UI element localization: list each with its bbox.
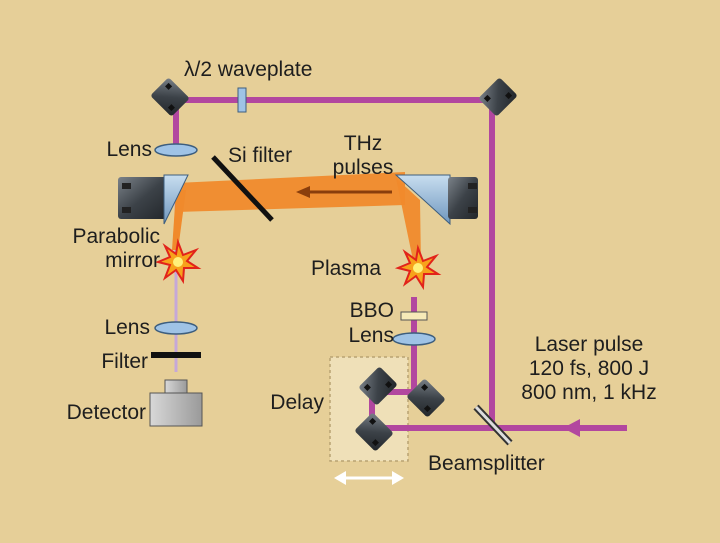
lens-top-left xyxy=(154,143,198,157)
mirror-bbo-arm xyxy=(407,379,445,417)
lens-bbo xyxy=(392,332,436,346)
bbo-label: BBO xyxy=(349,299,394,322)
thz-arrowhead xyxy=(296,186,310,198)
thz-beam-to-left xyxy=(172,190,186,250)
si-filter xyxy=(211,155,274,222)
lens-bbo-label: Lens xyxy=(348,324,394,347)
detector-box xyxy=(149,379,203,427)
plasma-label: Plasma xyxy=(311,257,382,280)
delay-double-arrow xyxy=(334,471,404,485)
delay-label: Delay xyxy=(270,391,324,414)
laser-pulse-label-3: 800 nm, 1 kHz xyxy=(521,381,657,404)
si-filter-label: Si filter xyxy=(228,144,293,167)
laser-pulse-label-2: 120 fs, 800 J xyxy=(528,357,650,380)
lens-bottom-left xyxy=(154,321,198,335)
detector-label: Detector xyxy=(66,401,146,424)
parabolic-mirror-right xyxy=(394,174,478,226)
plasma-spark-left xyxy=(154,238,202,285)
laser-beam-path xyxy=(173,97,627,431)
parabolic-label-2: mirror xyxy=(105,249,160,272)
waveplate-label: λ/2 waveplate xyxy=(184,58,313,81)
lens-top-left-label: Lens xyxy=(106,138,152,161)
plasma-spark-right xyxy=(394,244,442,291)
input-arrowhead xyxy=(563,419,580,437)
mirror-top-left xyxy=(151,78,189,116)
parabolic-mirror-left xyxy=(118,174,189,225)
filter-label: Filter xyxy=(101,350,148,373)
mirror-delay-lower xyxy=(355,413,393,451)
waveplate xyxy=(237,87,247,113)
mirror-delay-upper xyxy=(359,367,397,405)
beamsplitter-label: Beamsplitter xyxy=(428,452,545,475)
beamsplitter-face xyxy=(474,405,512,445)
bbo-crystal xyxy=(400,311,428,321)
filter xyxy=(151,352,201,358)
mirror-top-right xyxy=(479,78,517,116)
laser-pulse-label-1: Laser pulse xyxy=(534,333,644,356)
thz-pulses-label-1: THz xyxy=(343,132,383,155)
thz-pulses-label-2: pulses xyxy=(332,156,394,179)
thz-beam-converging xyxy=(396,178,421,265)
lens-bottom-left-label: Lens xyxy=(104,316,150,339)
parabolic-label-1: Parabolic xyxy=(72,225,160,248)
